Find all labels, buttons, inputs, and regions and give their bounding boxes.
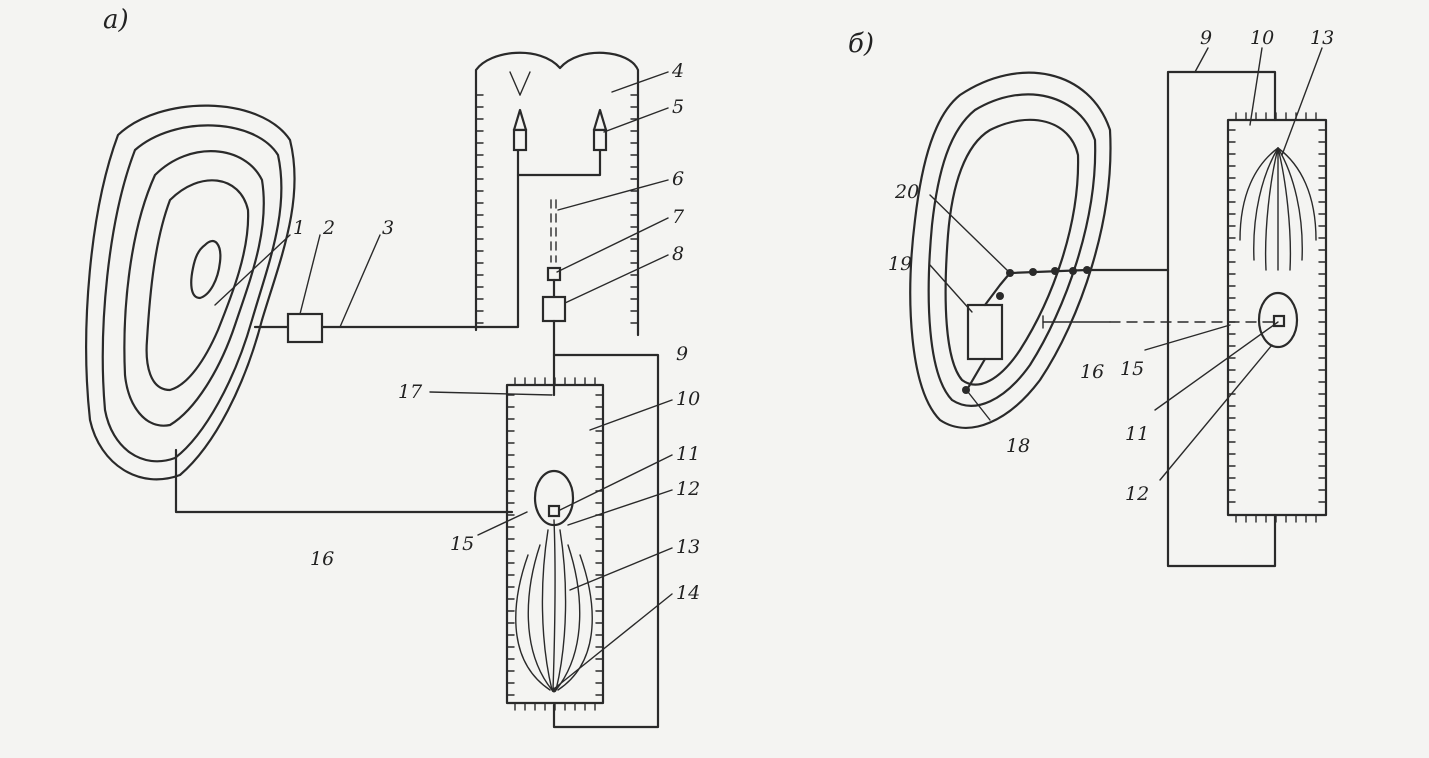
label-16: 16: [310, 548, 334, 570]
gauge-panel-4: [474, 51, 640, 337]
label-12: 12: [676, 478, 700, 500]
well-11: [547, 504, 561, 518]
link-18: [966, 357, 987, 390]
fitting-7: [546, 266, 562, 282]
labels-b: 9 10 13 20 19 16 15 11 12 18: [888, 27, 1334, 505]
model-a-scale: [506, 377, 604, 711]
label-b-18: 18: [1006, 435, 1030, 457]
label-13: 13: [676, 536, 700, 558]
model-10-b: [1226, 118, 1328, 517]
label-4: 4: [671, 60, 684, 82]
connector-6: [550, 199, 557, 263]
label-b-19: 19: [888, 253, 912, 275]
deposit-contours-a: [85, 104, 296, 481]
deposit-contours-b: [909, 71, 1112, 429]
label-7: 7: [672, 206, 685, 228]
well-zone-12-b: [1257, 291, 1299, 349]
label-b-15: 15: [1120, 358, 1144, 380]
label-3: 3: [382, 217, 394, 239]
label-b-11: 11: [1125, 423, 1149, 445]
unit-8: [541, 295, 567, 323]
streamlines-13-b: [1239, 147, 1317, 271]
model-b-scale: [1227, 112, 1327, 523]
streamlines-13: [515, 519, 593, 691]
label-b-16: 16: [1080, 361, 1104, 383]
unit-19: [966, 303, 1004, 361]
model-frame-9-b: [1166, 70, 1277, 568]
leaders-a: [214, 71, 673, 689]
pipe-3: [253, 148, 602, 329]
point-14: [551, 687, 557, 693]
label-b-13: 13: [1310, 27, 1334, 49]
label-b-10: 10: [1250, 27, 1274, 49]
label-b-12: 12: [1125, 483, 1149, 505]
label-5: 5: [672, 96, 684, 118]
unit-2: [286, 312, 324, 344]
pipe-16: [174, 448, 514, 514]
well-11-b: [1272, 314, 1286, 328]
label-14: 14: [676, 582, 700, 604]
labels-a: 1 2 3 4 5 6 7 8 9 10 11 17 12 13 14 15 1…: [293, 60, 700, 604]
label-10: 10: [676, 388, 700, 410]
label-6: 6: [672, 168, 684, 190]
label-9: 9: [676, 343, 688, 365]
manometer-5: [512, 108, 608, 152]
leaders-b: [929, 47, 1323, 481]
panel-b-title: б): [848, 29, 874, 59]
label-2: 2: [322, 217, 335, 239]
label-17: 17: [398, 381, 423, 403]
label-1: 1: [293, 217, 305, 239]
label-11: 11: [676, 443, 700, 465]
label-8: 8: [672, 243, 684, 265]
label-15: 15: [450, 533, 474, 555]
label-b-20: 20: [894, 181, 919, 203]
model-frame-9: [552, 353, 660, 729]
panel-a-title: а): [103, 5, 129, 35]
label-b-9: 9: [1200, 27, 1212, 49]
